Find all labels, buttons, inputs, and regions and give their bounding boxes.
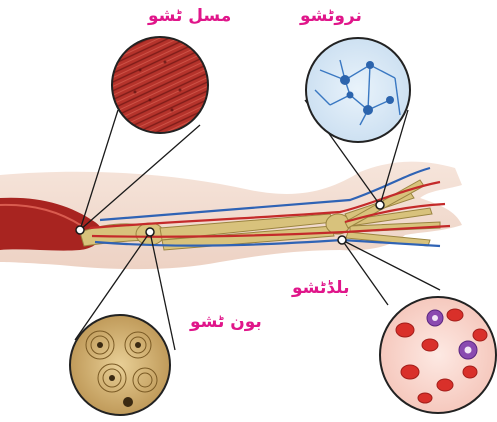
blood-tissue-magnifier xyxy=(380,297,496,413)
bone-tissue-magnifier xyxy=(70,315,170,415)
nerve-tissue-label: نروٹشو xyxy=(300,6,362,26)
bone-tissue-label: بون ٹشو xyxy=(190,312,262,332)
blood-tissue-label: بلڈٹشو xyxy=(292,278,349,298)
muscle-tissue-magnifier xyxy=(112,37,208,133)
arm xyxy=(0,162,462,270)
muscle-tissue-label: مسل ٹشو xyxy=(148,6,231,26)
nerve-tissue-magnifier xyxy=(306,38,410,142)
